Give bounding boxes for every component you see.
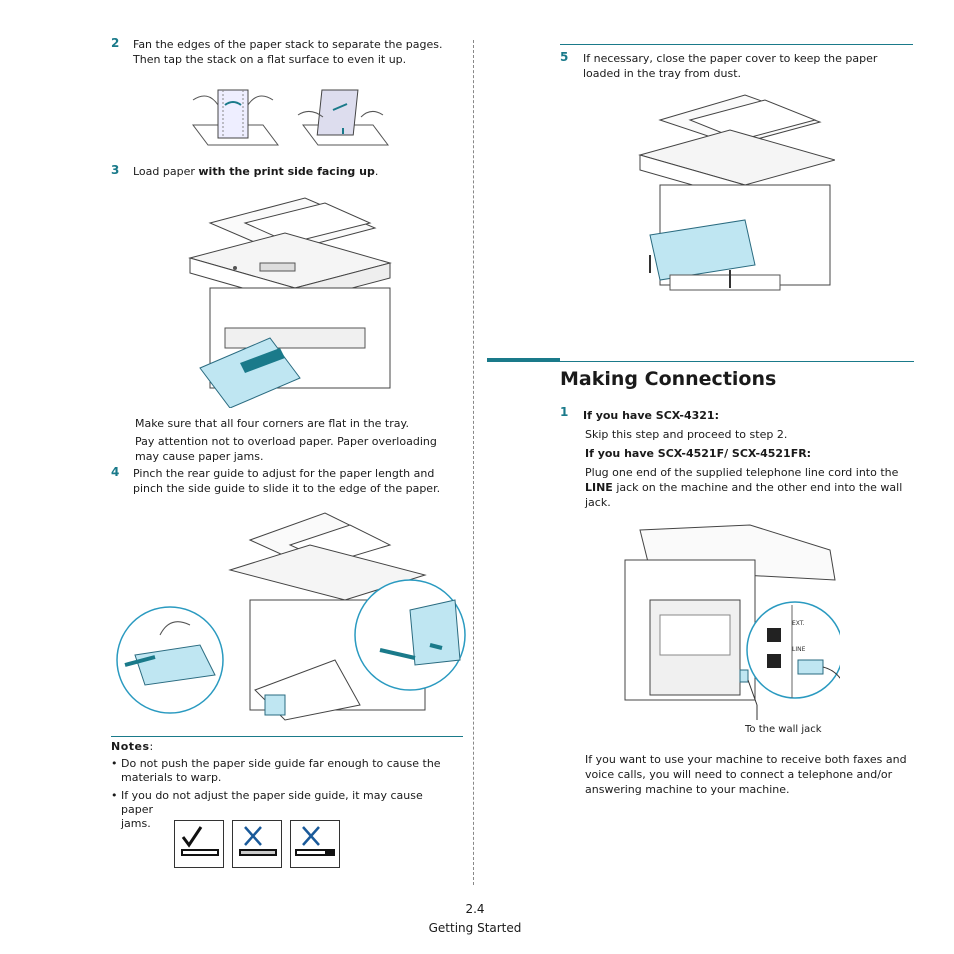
note-item-line-2: jams. (121, 817, 151, 830)
page-number: 2.4 (465, 902, 485, 916)
note-item: Do not push the paper side guide far eno… (111, 757, 456, 785)
step-3-pre: Load paper (133, 165, 199, 178)
step-5-number: 5 (560, 50, 569, 64)
line-jack-label: LINE (792, 646, 806, 653)
note-overload-line-2: may cause paper jams. (135, 450, 264, 463)
step-4-line-2: pinch the side guide to slide it to the … (133, 482, 441, 495)
footer-section: Getting Started (428, 921, 522, 935)
fan-paper-illustration (192, 89, 389, 146)
rear-connection-illustration: EXT. LINE (624, 524, 840, 720)
step-5-line-1: If necessary, close the paper cover to k… (583, 52, 878, 65)
step-1-title-b: If you have SCX-4521F/ SCX-4521FR: (585, 447, 812, 460)
step-5-text: If necessary, close the paper cover to k… (583, 51, 877, 81)
step-4-text: Pinch the rear guide to adjust for the p… (133, 466, 440, 496)
step-1-text-a: Skip this step and proceed to step 2. (585, 428, 788, 441)
notes-rule (111, 736, 463, 737)
wall-jack-caption: To the wall jack (745, 724, 822, 735)
note-item-line-1: Do not push the paper side guide far eno… (121, 757, 441, 770)
step-4-number: 4 (111, 465, 120, 479)
step-1-title-a: If you have SCX-4321: (583, 409, 719, 422)
column-divider (473, 40, 474, 885)
printer-paper-cover-illustration (638, 94, 835, 291)
step-1-line-1: Plug one end of the supplied telephone l… (585, 466, 899, 479)
closing-text: If you want to use your machine to recei… (585, 752, 907, 797)
step-1-line-2-rest: jack on the machine and the other end in… (612, 481, 903, 494)
closing-line-3: answering machine to your machine. (585, 783, 790, 796)
section-rule-accent (487, 358, 560, 362)
step-3-bold: with the print side facing up (198, 165, 375, 178)
step-2-text: Fan the edges of the paper stack to sepa… (133, 37, 443, 67)
notes-list: Do not push the paper side guide far eno… (111, 757, 456, 835)
section-heading: Making Connections (560, 368, 777, 390)
step-5-line-2: loaded in the tray from dust. (583, 67, 742, 80)
step-5-rule (560, 44, 913, 45)
note-item-line-2: materials to warp. (121, 771, 222, 784)
notes-colon: : (149, 740, 154, 753)
step-1-text-b: Plug one end of the supplied telephone l… (585, 465, 902, 510)
note-item: If you do not adjust the paper side guid… (111, 789, 456, 831)
guide-correct-icon (174, 820, 224, 868)
step-3-text: Load paper with the print side facing up… (133, 164, 378, 179)
guide-too-loose-icon (290, 820, 340, 868)
notes-title-text: Notes (111, 740, 150, 753)
printer-load-paper-illustration (188, 197, 392, 408)
step-1-number: 1 (560, 405, 569, 419)
note-flat-corners: Make sure that all four corners are flat… (135, 417, 409, 430)
notes-title: Notes: (111, 740, 153, 753)
printer-guides-illustration (116, 512, 466, 721)
step-4-line-1: Pinch the rear guide to adjust for the p… (133, 467, 435, 480)
note-overload: Pay attention not to overload paper. Pap… (135, 434, 437, 464)
step-2-line-1: Fan the edges of the paper stack to sepa… (133, 38, 443, 51)
step-2-line-2: Then tap the stack on a flat surface to … (133, 53, 407, 66)
closing-line-1: If you want to use your machine to recei… (585, 753, 907, 766)
guide-too-tight-icon (232, 820, 282, 868)
note-overload-line-1: Pay attention not to overload paper. Pap… (135, 435, 437, 448)
step-1-line-2: LINE jack on the machine and the other e… (585, 480, 902, 495)
line-jack-bold: LINE (585, 481, 613, 494)
note-item-line-1: If you do not adjust the paper side guid… (121, 789, 423, 816)
step-2-number: 2 (111, 36, 120, 50)
closing-line-2: voice calls, you will need to connect a … (585, 768, 893, 781)
step-3-number: 3 (111, 163, 120, 177)
ext-jack-label: EXT. (792, 620, 805, 627)
section-rule (487, 361, 914, 362)
step-3-post: . (374, 165, 379, 178)
step-1-line-3: jack. (585, 496, 611, 509)
